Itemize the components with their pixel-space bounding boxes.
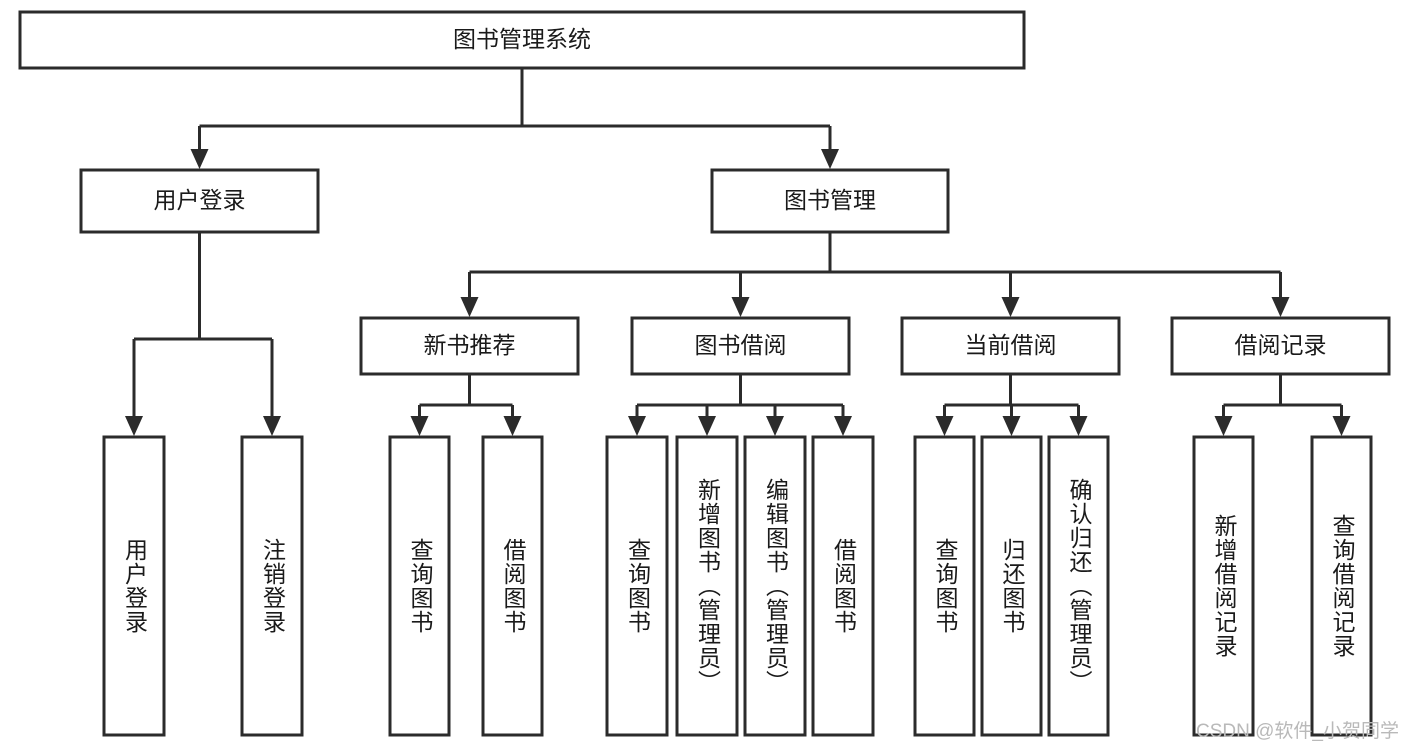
node-box-leaf-return-book[interactable] [980,435,1043,737]
node-box-root[interactable] [18,10,1026,70]
node-box-book-manage[interactable] [710,168,950,234]
node-box-leaf-logout[interactable] [240,435,304,737]
arrow-head-icon [698,416,716,436]
node-box-leaf-add-record[interactable] [1192,435,1255,737]
node-box-user-login[interactable] [79,168,320,234]
node-box-leaf-edit-book[interactable] [743,435,807,737]
csdn-watermark: CSDN @软件_小贺同学 [1196,721,1399,742]
node-box-leaf-query-book-1[interactable] [388,435,451,737]
arrow-head-icon [766,416,784,436]
node-box-current-borrow[interactable] [900,316,1121,376]
arrow-head-icon [1214,416,1233,436]
node-box-new-book-rec[interactable] [359,316,580,376]
arrow-head-icon [263,416,281,436]
arrow-head-icon [1271,297,1290,317]
node-box-leaf-query-record[interactable] [1310,435,1373,737]
node-box-leaf-user-login[interactable] [102,435,166,737]
arrow-head-icon [1002,416,1021,436]
node-box-leaf-borrow-book-2[interactable] [811,435,875,737]
arrow-head-icon [628,416,646,436]
arrow-head-icon [503,416,522,436]
arrow-head-icon [731,297,750,317]
node-label-book-manage: 图书管理 [784,187,876,213]
node-label-current-borrow: 当前借阅 [965,332,1057,358]
node-label-user-login: 用户登录 [154,187,246,213]
node-label-new-book-rec: 新书推荐 [424,332,516,358]
node-box-layer [18,10,1391,737]
arrow-head-icon [834,416,852,436]
node-box-leaf-confirm-return[interactable] [1047,435,1110,737]
arrow-head-icon [460,297,479,317]
node-box-leaf-query-book-2[interactable] [605,435,669,737]
arrow-head-icon [125,416,143,436]
arrow-head-icon [190,149,209,169]
node-box-book-borrow[interactable] [630,316,851,376]
node-box-leaf-borrow-book-1[interactable] [481,435,544,737]
node-label-root: 图书管理系统 [453,26,591,52]
arrow-head-icon [410,416,429,436]
arrow-head-icon [1332,416,1351,436]
arrow-head-icon [1069,416,1088,436]
node-label-borrow-record: 借阅记录 [1235,332,1327,358]
arrow-head-icon [1001,297,1020,317]
connector-layer [125,68,1351,436]
node-box-leaf-query-book-3[interactable] [913,435,976,737]
arrow-head-icon [821,149,839,169]
node-label-book-borrow: 图书借阅 [695,332,787,358]
node-box-leaf-add-book[interactable] [675,435,739,737]
arrow-head-icon [935,416,954,436]
node-box-borrow-record[interactable] [1170,316,1391,376]
